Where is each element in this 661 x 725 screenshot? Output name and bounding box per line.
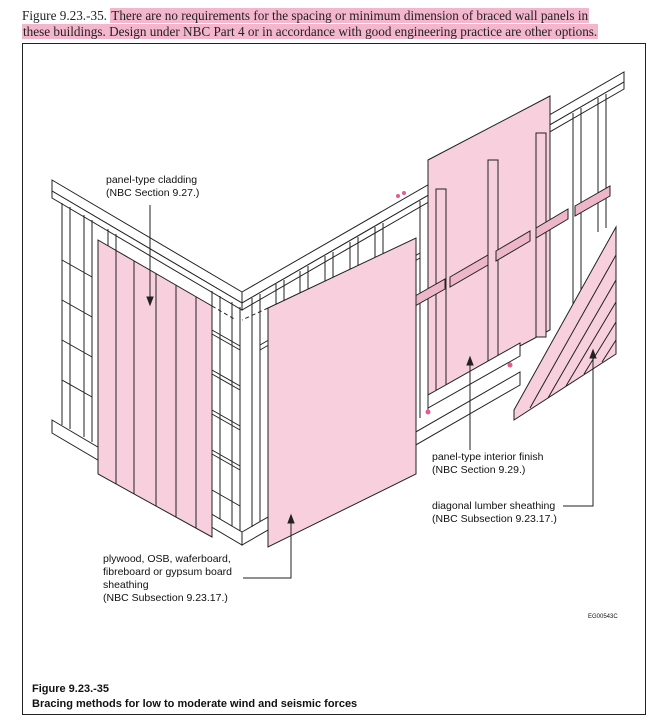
top-caption: Figure 9.23.-35. There are no requiremen…	[22, 8, 642, 40]
caption-prefix: Figure 9.23.-35.	[22, 8, 107, 23]
panel-cladding	[97, 239, 213, 538]
cladding-grooves	[115, 250, 197, 528]
label-plywood-3: sheathing	[103, 579, 149, 591]
pink-blocking	[414, 185, 611, 307]
top-caption-line1: Figure 9.23.-35. There are no requiremen…	[22, 8, 642, 24]
label-diagonal-2: (NBC Subsection 9.23.17.)	[432, 513, 557, 525]
left-wall-blocking	[61, 259, 241, 507]
label-interior-1: panel-type interior finish	[432, 451, 544, 463]
caption-highlight-2: these buildings. Design under NBC Part 4…	[22, 24, 599, 39]
figure-number: Figure 9.23.-35	[32, 683, 110, 695]
label-panel-cladding-1: panel-type cladding	[106, 174, 197, 186]
leader-lines	[146, 205, 597, 579]
label-diagonal-1: diagonal lumber sheathing	[432, 500, 555, 512]
label-interior-2: (NBC Section 9.29.)	[432, 464, 525, 476]
label-plywood-2: fibreboard or gypsum board	[103, 566, 232, 578]
diagonal-boards	[529, 254, 617, 409]
plywood-sheathing-panel	[267, 237, 417, 548]
diagonal-sheathing	[513, 225, 617, 421]
figure-title: Bracing methods for low to moderate wind…	[32, 698, 358, 710]
label-plywood-4: (NBC Subsection 9.23.17.)	[103, 592, 228, 604]
figure-frame	[22, 43, 646, 715]
top-caption-line2: these buildings. Design under NBC Part 4…	[22, 24, 642, 40]
figure-code: EG00543C	[588, 614, 618, 620]
label-plywood-1: plywood, OSB, waferboard,	[103, 553, 231, 565]
label-panel-cladding-2: (NBC Section 9.27.)	[106, 187, 199, 199]
caption-highlight-1: There are no requirements for the spacin…	[110, 8, 590, 23]
